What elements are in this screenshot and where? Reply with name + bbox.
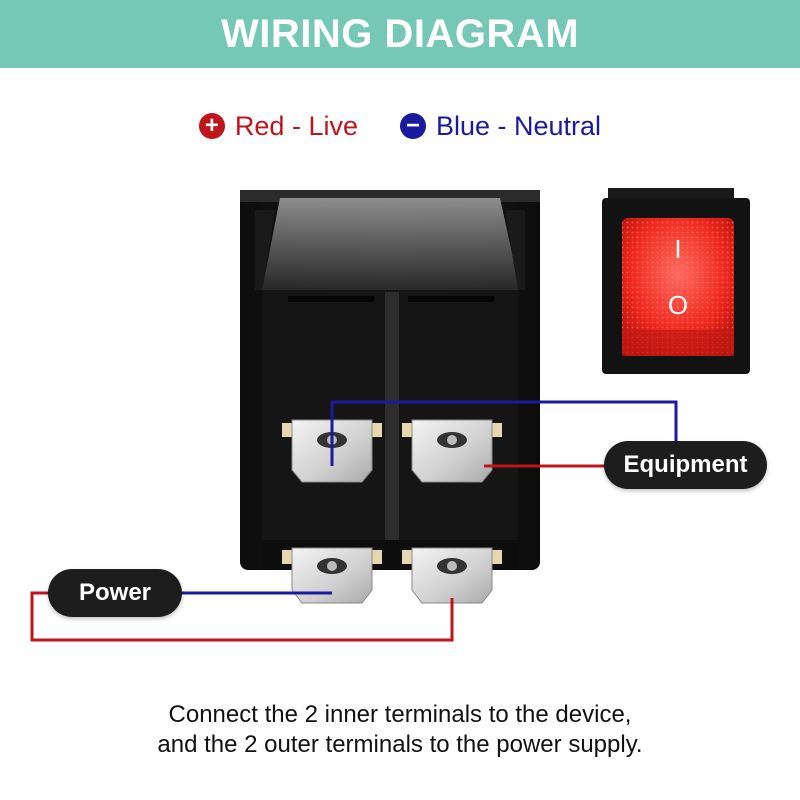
- switch-side-view: [240, 190, 540, 570]
- rocker-top: [262, 198, 520, 290]
- slot-left: [288, 296, 374, 302]
- switch-front-view: I O: [602, 188, 750, 374]
- minus-circle-icon: −: [399, 113, 426, 139]
- plus-circle-icon: +: [198, 113, 225, 139]
- terminal-outer-right: [402, 547, 502, 604]
- slot-right: [408, 296, 494, 302]
- neutral-wire-equipment: [330, 400, 678, 466]
- rocker-bottom-shade: [622, 330, 734, 356]
- header-banner: WIRING DIAGRAM: [0, 0, 800, 68]
- equipment-label: Equipment: [604, 441, 767, 489]
- legend-item-neutral: − Blue - Neutral: [399, 110, 602, 142]
- rocker-side-left: [255, 210, 275, 290]
- center-divider: [385, 292, 399, 552]
- on-symbol: I: [674, 234, 681, 264]
- wire-legend: + Red - Live − Blue - Neutral: [0, 108, 800, 144]
- terminal-outer-left: [282, 547, 382, 604]
- rocker-texture: [622, 218, 734, 356]
- terminal-inner-left: [282, 419, 382, 483]
- live-wire-power: [30, 591, 454, 642]
- legend-label-live: Red - Live: [234, 110, 358, 141]
- caption: Connect the 2 inner terminals to the dev…: [0, 700, 800, 760]
- caption-line-1: Connect the 2 inner terminals to the dev…: [168, 701, 632, 728]
- off-symbol: O: [668, 290, 688, 320]
- caption-line-2: and the 2 outer terminals to the power s…: [157, 731, 643, 758]
- power-label: Power: [48, 569, 182, 617]
- page-title: WIRING DIAGRAM: [220, 11, 580, 56]
- legend-item-live: + Red - Live: [198, 110, 358, 142]
- terminal-inner-right: [402, 419, 502, 483]
- legend-label-neutral: Blue - Neutral: [435, 110, 602, 141]
- rocker-side-right: [505, 210, 525, 290]
